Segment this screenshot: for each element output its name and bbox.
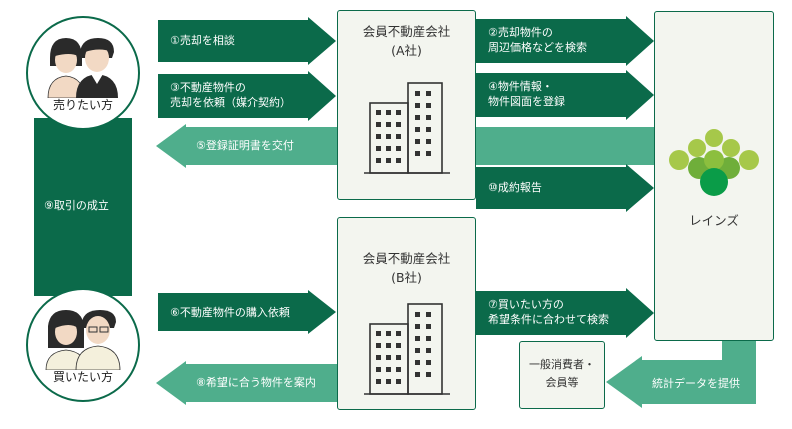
step-6-label: ⑥不動産物件の購入依頼 [170,306,290,319]
building-icon [364,82,450,174]
general-label-1: 一般消費者・ [529,358,595,371]
arrow-step-8: ⑧希望に合う物件を案内 [156,361,338,405]
deal-label: ⑨取引の成立 [44,199,109,212]
deal-bar [34,118,132,296]
arrow-step-2: ②売却物件の 周辺価格などを検索 [476,16,654,66]
stats-label: 統計データを提供 [652,377,740,390]
step-4-label-1: ④物件情報・ [488,80,553,93]
step-2-label-2: 周辺価格などを検索 [488,41,587,54]
step-3-label-1: ③不動産物件の [170,81,246,94]
step-10-label: ⑩成約報告 [488,181,542,194]
reins-box: レインズ [654,11,774,341]
step-1-label: ①売却を相談 [170,34,235,47]
general-label-2: 会員等 [545,376,579,389]
step-4-label-2: 物件図面を登録 [488,95,565,108]
company-b-box: 会員不動産会社 (B社) [337,217,476,410]
arrow-stats: 統計データを提供 [606,340,756,408]
step-2-label-1: ②売却物件の [488,26,553,39]
step-5-label: ⑤登録証明書を交付 [196,139,294,152]
buyer-circle: 買いたい方 [26,288,140,402]
arrow-step-6: ⑥不動産物件の購入依頼 [158,290,336,334]
building-icon [364,303,450,395]
arrow-step-1: ①売却を相談 [158,17,336,65]
general-box: 一般消費者・ 会員等 [519,341,605,409]
step-8-label: ⑧希望に合う物件を案内 [196,376,316,389]
seller-label: 売りたい方 [52,98,113,112]
arrow-step-4: ④物件情報・ 物件図面を登録 [476,70,654,120]
buyer-people-icon [45,310,121,370]
step-7-label-1: ⑦買いたい方の [488,298,564,311]
company-a-tag: (A社) [391,43,422,58]
arrow-step-3: ③不動産物件の 売却を依頼（媒介契約） [158,71,336,121]
company-a-box: 会員不動産会社 (A社) [337,10,476,200]
reins-logo-icon [669,129,759,196]
arrow-step-10: ⑩成約報告 [476,164,654,212]
arrow-step-7: ⑦買いたい方の 希望条件に合わせて検索 [476,288,654,338]
step-7-label-2: 希望条件に合わせて検索 [488,313,609,326]
step-3-label-2: 売却を依頼（媒介契約） [170,96,291,109]
company-b-tag: (B社) [391,270,422,285]
seller-circle: 売りたい方 [26,16,140,130]
company-a-name: 会員不動産会社 [362,24,451,39]
company-b-name: 会員不動産会社 [362,251,451,266]
reins-label: レインズ [689,213,739,228]
seller-people-icon [47,38,118,98]
buyer-label: 買いたい方 [52,370,113,384]
